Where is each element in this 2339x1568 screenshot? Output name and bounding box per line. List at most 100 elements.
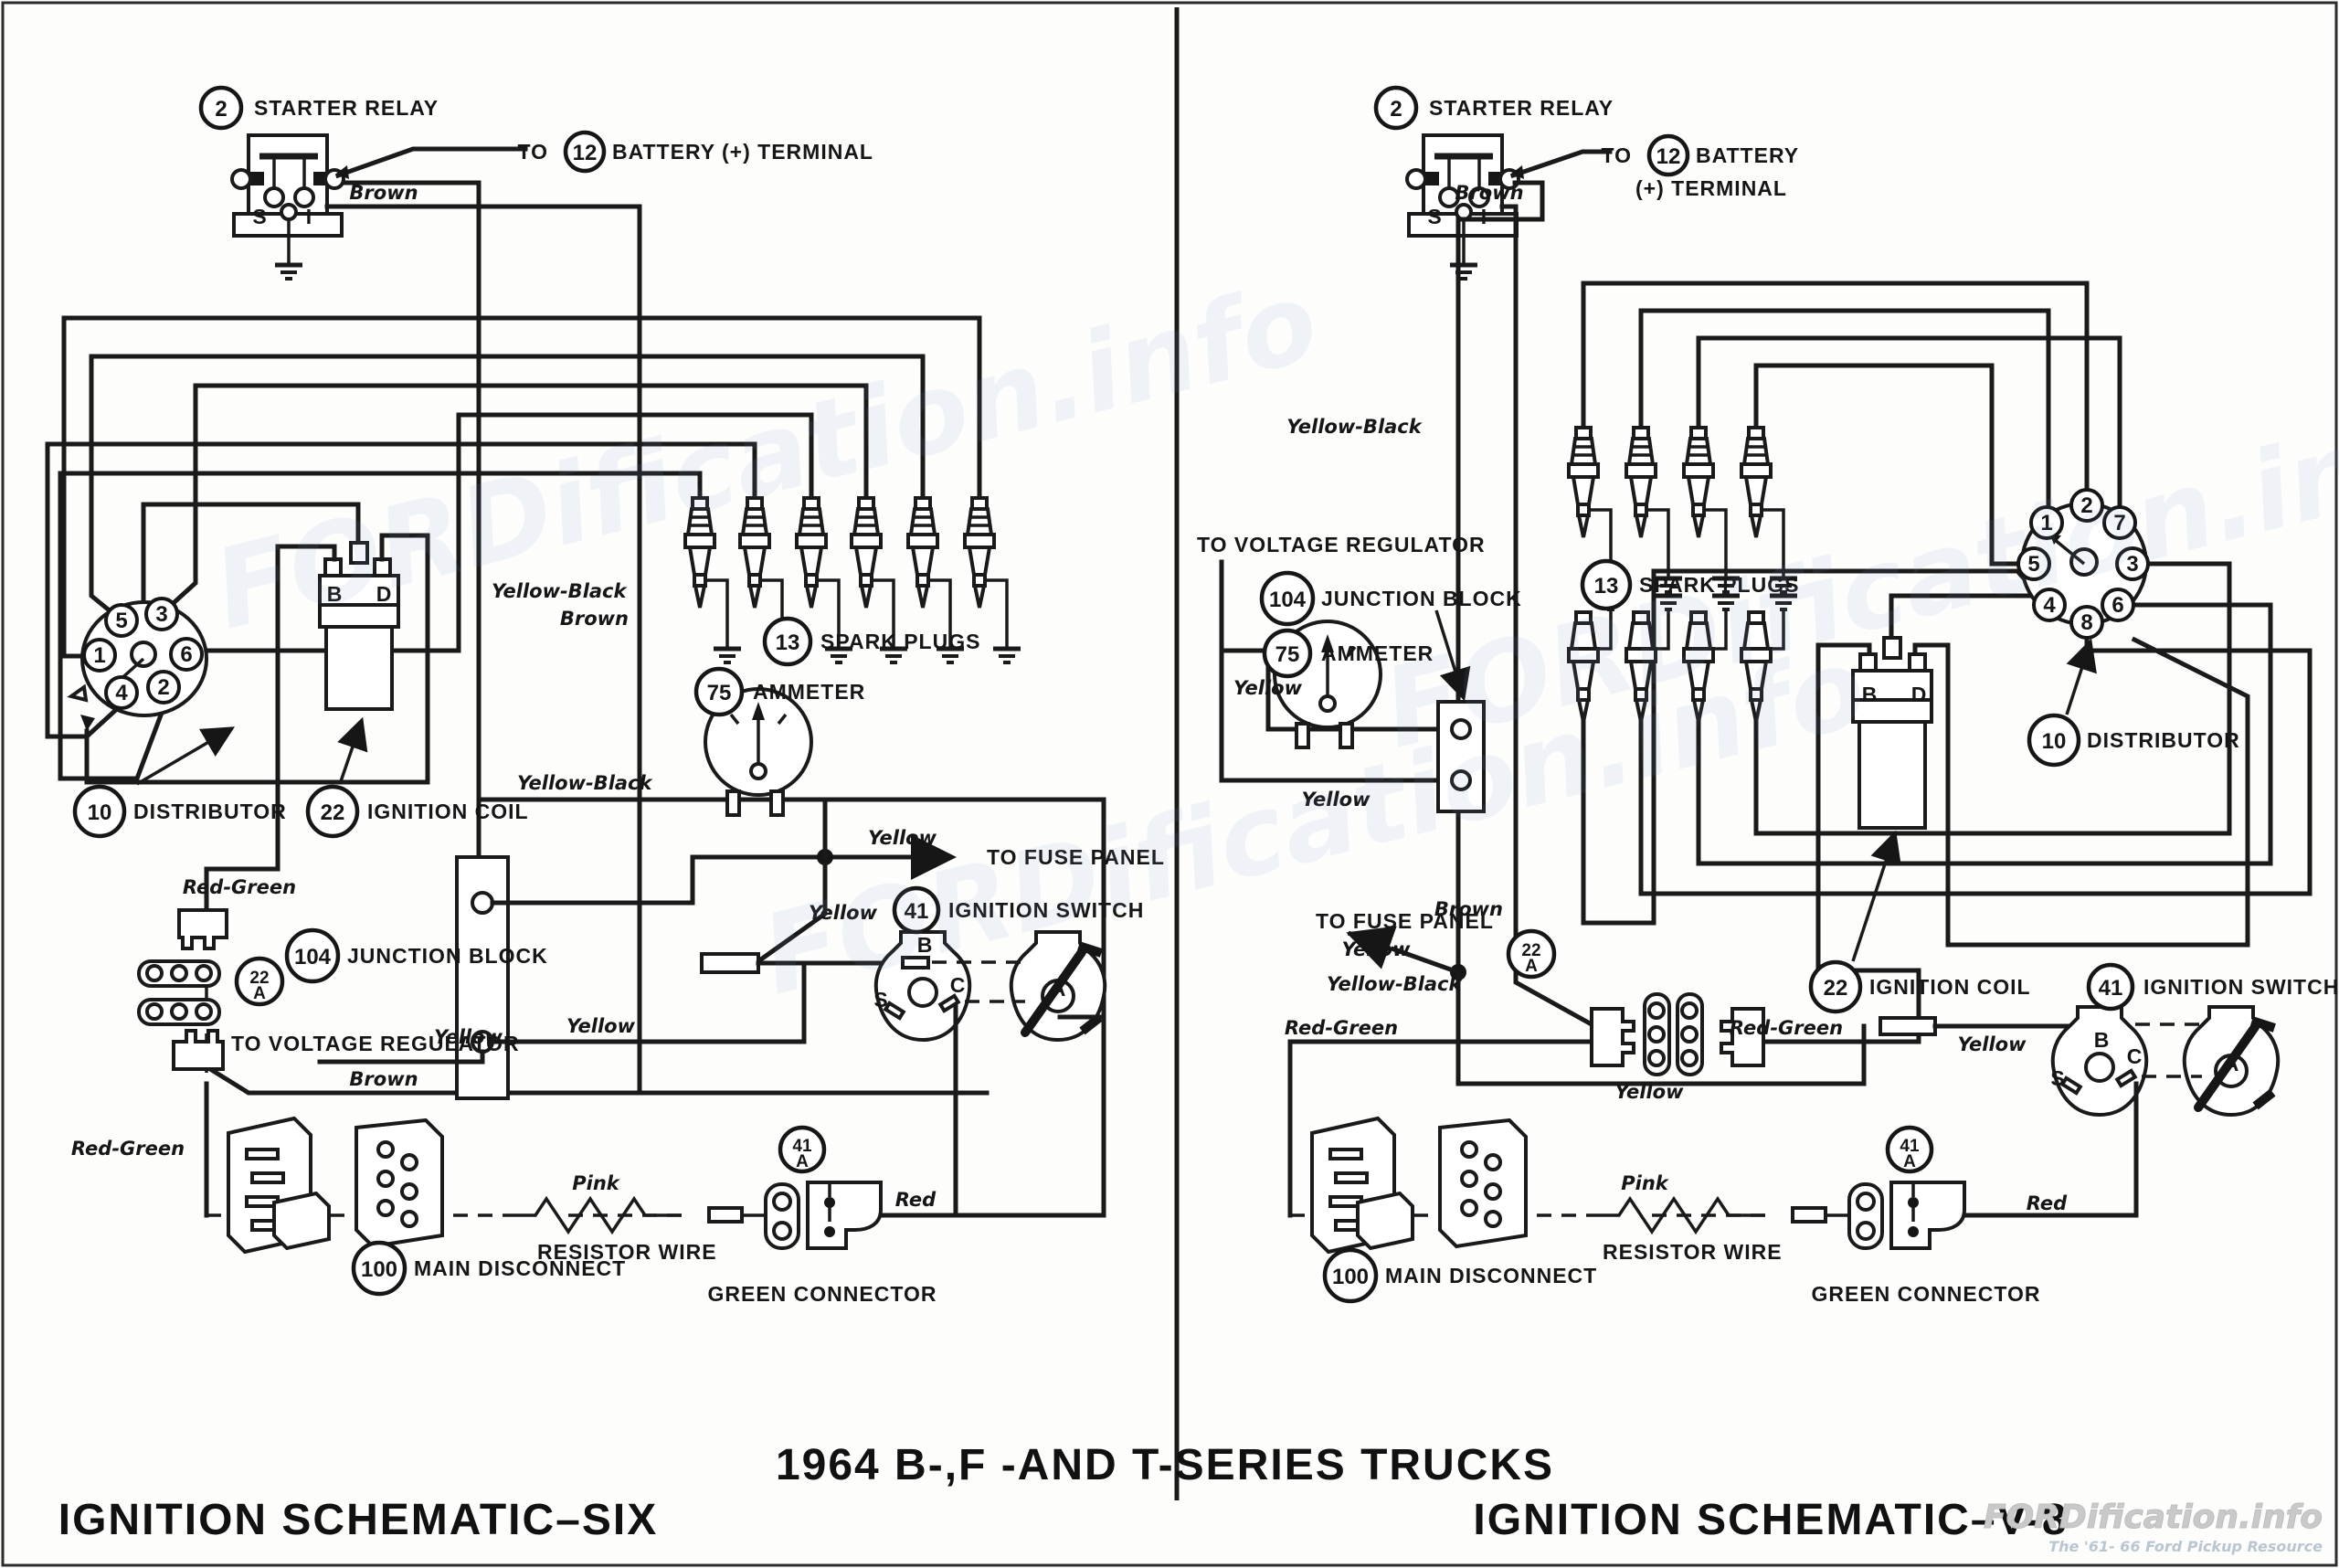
main-title: 1964 B-,F -AND T-SERIES TRUCKS [775, 1441, 1555, 1489]
right-callout-ignition-switch [2086, 962, 2135, 1012]
right-callout-distributor-number: 10 [2042, 729, 2067, 754]
right-callout-41a [1885, 1125, 1934, 1174]
right-callout-distributor [2027, 713, 2081, 768]
right-ignition-coil [1851, 636, 1933, 830]
right-callout-spark-plugs-label: SPARK PLUGS [1639, 573, 1799, 597]
left-label-to-fuse-panel: TO FUSE PANEL [987, 845, 1165, 869]
left-callout-22a [234, 956, 285, 1007]
right-relay-terminal-i: I [1481, 205, 1487, 228]
right-callout-distributor-label: DISTRIBUTOR [2087, 728, 2240, 752]
left-callout-junction-block-label: JUNCTION BLOCK [347, 944, 548, 968]
left-coil-terminal-b: B [327, 582, 343, 606]
right-callout-ammeter [1262, 628, 1313, 679]
left-callout-starter-relay-label: STARTER RELAY [254, 96, 439, 120]
right-callout-battery-pre: TO [1601, 143, 1632, 167]
right-cap-terminal-2 [2069, 488, 2104, 523]
left-label-yellow-switch: Yellow [809, 902, 878, 924]
left-callout-ignition-coil-number: 22 [321, 800, 345, 825]
left-label-brown-relay: Brown [349, 182, 418, 204]
right-label-yellow-fuse: Yellow [1342, 938, 1412, 960]
right-label-yellow-jb: Yellow [1302, 789, 1371, 810]
right-cap-terminal-5 [2016, 546, 2051, 581]
right-label-pink: Pink [1621, 1172, 1670, 1194]
right-switch-terminal-s: S [2050, 1066, 2064, 1090]
left-label-brown-bottom: Brown [349, 1068, 418, 1090]
left-label-red-green-coil: Red-Green [183, 876, 296, 898]
right-callout-main-disconnect [1322, 1247, 1379, 1304]
right-cap-number-2: 2 [2080, 493, 2092, 518]
left-callout-battery-number: 12 [573, 141, 598, 165]
left-switch-terminal-c: C [950, 973, 966, 997]
right-callout-22a-number: 22 [1521, 941, 1540, 960]
left-callout-starter-relay-number: 2 [215, 97, 227, 122]
left-cap-terminal-4 [104, 675, 139, 710]
left-callout-battery [563, 130, 607, 174]
left-callout-junction-block-number: 104 [294, 945, 332, 969]
right-callout-41a-number: 41 [1900, 1137, 1920, 1156]
left-callout-spark-plugs-number: 13 [776, 630, 800, 655]
right-cap-number-1: 1 [2040, 511, 2052, 535]
right-callout-junction-block-label: JUNCTION BLOCK [1321, 587, 1522, 610]
right-callout-main-disconnect-number: 100 [1332, 1265, 1369, 1289]
left-callout-distributor-label: DISTRIBUTOR [133, 800, 287, 823]
right-22a-connector [1590, 992, 1765, 1076]
right-cap-number-8: 8 [2080, 610, 2092, 635]
right-switch-terminal-a: A [2224, 1052, 2239, 1075]
left-callout-22a-number: 22 [249, 969, 269, 988]
left-callout-starter-relay [198, 85, 244, 131]
right-callout-ignition-coil [1808, 959, 1863, 1014]
left-callout-22a-sub: A [253, 984, 266, 1003]
left-callout-ammeter [693, 666, 745, 717]
right-callout-junction-block [1259, 570, 1316, 627]
left-callout-ammeter-label: AMMETER [753, 680, 865, 704]
left-callout-distributor-number: 10 [88, 800, 112, 825]
left-callout-ignition-switch-number: 41 [905, 899, 929, 924]
site-watermark-tagline: The '61- 66 Ford Pickup Resource [2048, 1538, 2323, 1555]
left-relay-terminal-s: S [252, 205, 266, 228]
site-watermark: FORDification.info The '61- 66 Ford Pick… [1983, 1499, 2323, 1556]
right-label-brown-vertical: Brown [1434, 898, 1503, 920]
right-callout-41a-sub: A [1903, 1152, 1916, 1171]
left-cap-number-3: 3 [155, 602, 167, 627]
right-cap-terminal-4 [2032, 588, 2067, 622]
left-callout-main-disconnect-label: MAIN DISCONNECT [414, 1256, 626, 1280]
left-cap-terminal-3 [144, 597, 179, 631]
right-callout-spark-plugs [1580, 558, 1633, 611]
left-label-resistor-wire: RESISTOR WIRE [537, 1240, 717, 1264]
right-callout-ammeter-number: 75 [1275, 642, 1300, 667]
left-cap-terminal-6 [169, 637, 204, 672]
left-callout-ignition-coil [305, 784, 360, 839]
right-schematic [1219, 135, 2313, 1254]
right-label-red-green-right: Red-Green [1730, 1017, 1843, 1039]
right-label-resistor-wire: RESISTOR WIRE [1603, 1240, 1783, 1264]
right-callout-starter-relay-label: STARTER RELAY [1429, 96, 1614, 120]
right-callout-junction-block-number: 104 [1269, 588, 1307, 612]
right-cap-number-4: 4 [2043, 593, 2056, 618]
left-cap-number-2: 2 [157, 675, 169, 700]
left-callout-main-disconnect [351, 1240, 407, 1297]
right-label-red: Red [2027, 1192, 2068, 1214]
right-callout-ammeter-label: AMMETER [1321, 641, 1434, 665]
left-schematic [45, 135, 1105, 1254]
right-callout-22a-sub: A [1525, 957, 1538, 976]
left-label-yellow-black-main: Yellow-Black [492, 580, 629, 602]
left-label-yellow-regulator: Yellow [434, 1026, 503, 1048]
right-relay-terminal-s: S [1427, 205, 1441, 228]
right-callout-battery [1646, 133, 1690, 177]
left-label-yellow-black-ammeter: Yellow-Black [517, 772, 654, 794]
left-callout-ignition-coil-label: IGNITION COIL [367, 800, 529, 823]
left-main-disconnect-run [205, 1117, 883, 1254]
right-callout-battery-label: BATTERY [1696, 143, 1799, 167]
left-callout-spark-plugs [762, 616, 813, 667]
right-label-to-fuse-panel: TO FUSE PANEL [1316, 909, 1494, 933]
left-cap-terminal-1 [82, 638, 117, 673]
right-label-yellow-regulator: Yellow [1233, 677, 1303, 699]
left-callout-junction-block [284, 927, 341, 984]
left-22a-connector [137, 908, 228, 1071]
left-ignition-coil [318, 541, 400, 711]
left-label-green-connector: GREEN CONNECTOR [708, 1282, 937, 1306]
left-callout-41a [778, 1125, 827, 1174]
right-cap-terminal-7 [2102, 505, 2137, 540]
right-cap-number-7: 7 [2113, 511, 2125, 535]
